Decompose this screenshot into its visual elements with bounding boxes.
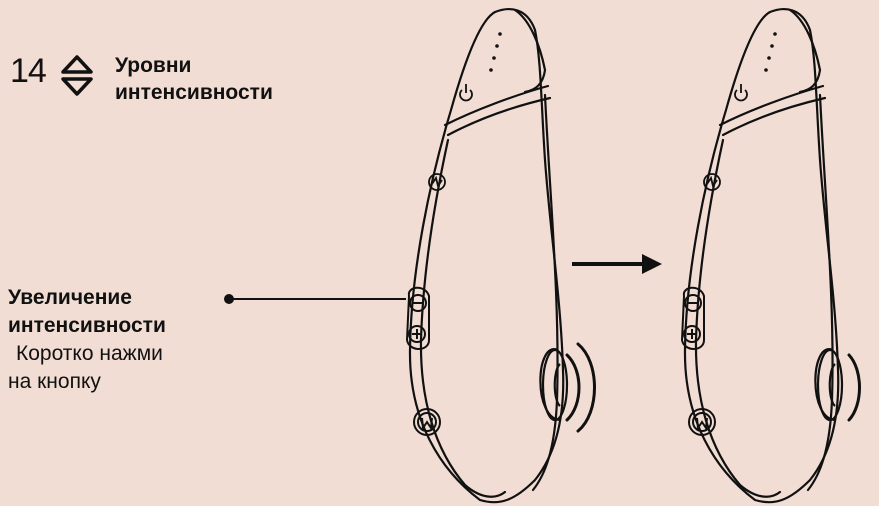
levels-label-line1: Уровни	[115, 54, 192, 77]
device-collar	[443, 84, 550, 127]
led-dot	[770, 44, 774, 48]
led-dot	[489, 68, 493, 72]
callout-title-line2: интенсивности	[8, 314, 166, 337]
led-dot	[492, 56, 496, 60]
device-panel	[694, 138, 782, 498]
minus-icon	[684, 294, 702, 312]
mode-icon	[703, 173, 721, 191]
callout-leader	[224, 294, 406, 304]
levels-label-line2: интенсивности	[115, 81, 273, 104]
device-collar	[718, 84, 825, 127]
w-logo-icon	[413, 408, 441, 436]
device-collar-inner	[721, 96, 827, 137]
levels-number: 14	[10, 52, 47, 90]
power-icon	[459, 84, 473, 102]
device-panel	[419, 138, 507, 498]
led-dot	[764, 68, 768, 72]
w-logo-icon	[688, 408, 716, 436]
plus-icon	[683, 325, 701, 343]
mode-icon	[428, 173, 446, 191]
callout-desc-line1: Коротко нажми	[16, 342, 163, 365]
minus-plus-buttons	[405, 286, 430, 350]
minus-icon	[409, 294, 427, 312]
minus-plus-buttons	[680, 286, 705, 350]
callout-desc-line2: на кнопку	[8, 370, 101, 393]
device-after	[680, 8, 844, 504]
led-dot	[498, 32, 502, 36]
plus-icon	[408, 325, 426, 343]
led-dot	[773, 32, 777, 36]
levels-label: Уровни интенсивности	[115, 52, 273, 106]
increase-intensity-callout: Увеличение интенсивности Коротко нажми н…	[8, 284, 166, 396]
power-icon	[734, 84, 748, 102]
suction-head	[539, 348, 569, 422]
device-before	[405, 8, 569, 504]
suction-head	[814, 348, 844, 422]
device-collar-inner	[446, 96, 552, 137]
up-down-arrows-icon	[61, 55, 93, 96]
led-dot	[767, 56, 771, 60]
led-dot	[495, 44, 499, 48]
callout-title-line1: Увеличение	[8, 286, 132, 309]
